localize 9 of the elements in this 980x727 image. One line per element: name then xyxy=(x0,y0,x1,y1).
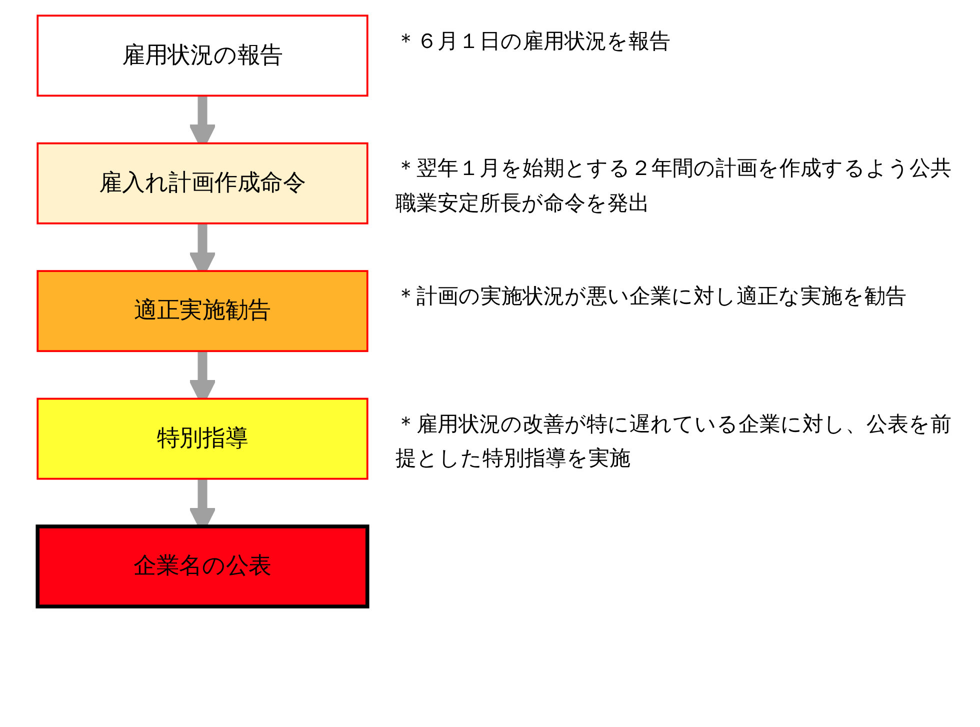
node-box: 雇用状況の報告 xyxy=(36,14,368,97)
node-box: 特別指導 xyxy=(36,398,368,480)
note-text: ＊６月１日の雇用状況を報告 xyxy=(395,28,672,55)
node-box: 企業名の公表 xyxy=(36,524,370,608)
note-text: ＊雇用状況の改善が特に遅れている企業に対し、公表を前提とした特別指導を実施 xyxy=(395,410,952,472)
note-text: ＊翌年１月を始期とする２年間の計画を作成するよう公共職業安定所長が命令を発出 xyxy=(395,155,952,217)
note-text: ＊計画の実施状況が悪い企業に対し適正な実施を勧告 xyxy=(395,283,908,310)
node-box: 雇入れ計画作成命令 xyxy=(36,142,368,224)
node-box: 適正実施勧告 xyxy=(36,270,368,352)
